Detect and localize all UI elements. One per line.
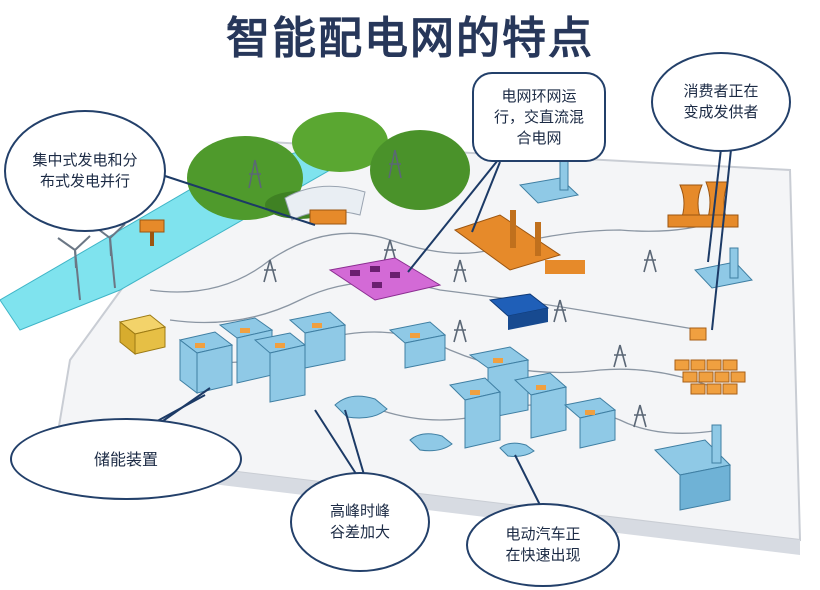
power-plant-right bbox=[694, 247, 753, 289]
electric-cars bbox=[334, 395, 535, 457]
callout-ev: 电动汽车正在快速出现 bbox=[466, 503, 620, 587]
callout-peak-text: 高峰时峰谷差加大 bbox=[329, 502, 390, 541]
callout-grid: 电网环网运行，交直流混合电网 bbox=[472, 72, 606, 162]
callout-generation-text: 集中式发电和分布式发电并行 bbox=[32, 151, 138, 190]
callout-prosumer-text: 消费者正在变成发供者 bbox=[683, 82, 759, 121]
crate-stack bbox=[674, 327, 746, 395]
battery-unit bbox=[118, 314, 167, 356]
dc-container-side bbox=[508, 308, 548, 330]
callout-peak: 高峰时峰谷差加大 bbox=[290, 472, 430, 572]
city-blocks-middle bbox=[448, 346, 617, 449]
substation-equipment bbox=[350, 266, 400, 288]
cooling-towers bbox=[667, 181, 739, 228]
small-shed bbox=[139, 209, 347, 246]
callout-prosumer: 消费者正在变成发供者 bbox=[651, 52, 791, 152]
callout-grid-text: 电网环网运行，交直流混合电网 bbox=[493, 86, 584, 147]
orange-rooftops-left bbox=[195, 323, 420, 348]
pylons bbox=[248, 149, 657, 428]
hills bbox=[187, 112, 470, 220]
power-plant-bottom bbox=[653, 424, 732, 511]
substation bbox=[328, 257, 442, 301]
callout-storage-text: 储能装置 bbox=[93, 449, 158, 469]
callout-storage: 储能装置 bbox=[10, 418, 242, 500]
callout-ev-text: 电动汽车正在快速出现 bbox=[505, 525, 581, 564]
callout-generation: 集中式发电和分布式发电并行 bbox=[4, 110, 166, 232]
city-blocks-left bbox=[178, 311, 447, 403]
wind-turbines bbox=[57, 223, 126, 301]
page-title: 智能配电网的特点 bbox=[226, 13, 594, 64]
orange-rooftops-middle bbox=[470, 358, 595, 415]
orange-factory bbox=[453, 210, 585, 274]
